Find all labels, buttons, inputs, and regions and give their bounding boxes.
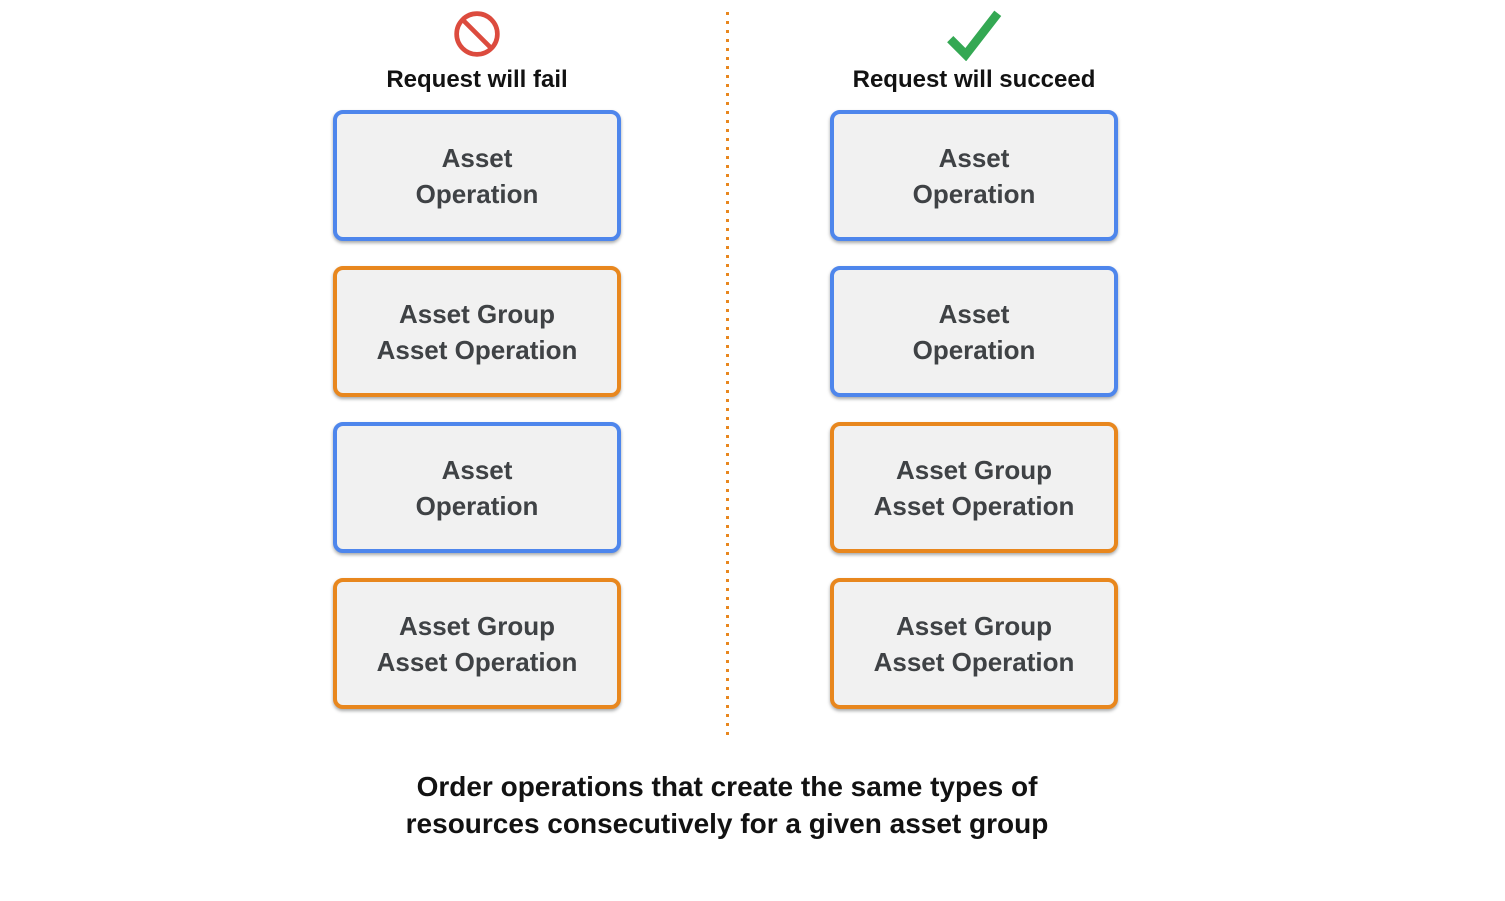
asset-operation-box: Asset Operation bbox=[333, 110, 621, 241]
asset-group-asset-operation-box: Asset Group Asset Operation bbox=[333, 578, 621, 709]
asset-group-asset-operation-box: Asset Group Asset Operation bbox=[830, 578, 1118, 709]
dotted-divider bbox=[726, 12, 729, 738]
box-label: Asset Group Asset Operation bbox=[376, 298, 578, 365]
box-label: Asset Operation bbox=[415, 454, 539, 521]
box-label: Asset Operation bbox=[912, 142, 1036, 209]
fail-header-label: Request will fail bbox=[386, 66, 568, 93]
box-label: Asset Group Asset Operation bbox=[873, 454, 1075, 521]
succeed-column: Request will succeed Asset Operation Ass… bbox=[830, 0, 1118, 709]
box-label: Asset Group Asset Operation bbox=[873, 610, 1075, 677]
asset-group-asset-operation-box: Asset Group Asset Operation bbox=[333, 266, 621, 397]
check-icon bbox=[943, 6, 1005, 62]
asset-operation-box: Asset Operation bbox=[830, 266, 1118, 397]
box-label: Asset Group Asset Operation bbox=[376, 610, 578, 677]
fail-column: Request will fail Asset Operation Asset … bbox=[333, 0, 621, 709]
asset-operation-box: Asset Operation bbox=[830, 110, 1118, 241]
asset-operation-box: Asset Operation bbox=[333, 422, 621, 553]
box-label: Asset Operation bbox=[415, 142, 539, 209]
diagram-caption: Order operations that create the same ty… bbox=[405, 771, 1049, 839]
succeed-header-label: Request will succeed bbox=[852, 66, 1096, 93]
succeed-box-stack: Asset Operation Asset Operation Asset Gr… bbox=[830, 110, 1118, 709]
box-label: Asset Operation bbox=[912, 298, 1036, 365]
prohibition-icon bbox=[453, 6, 501, 62]
asset-group-asset-operation-box: Asset Group Asset Operation bbox=[830, 422, 1118, 553]
fail-box-stack: Asset Operation Asset Group Asset Operat… bbox=[333, 110, 621, 709]
